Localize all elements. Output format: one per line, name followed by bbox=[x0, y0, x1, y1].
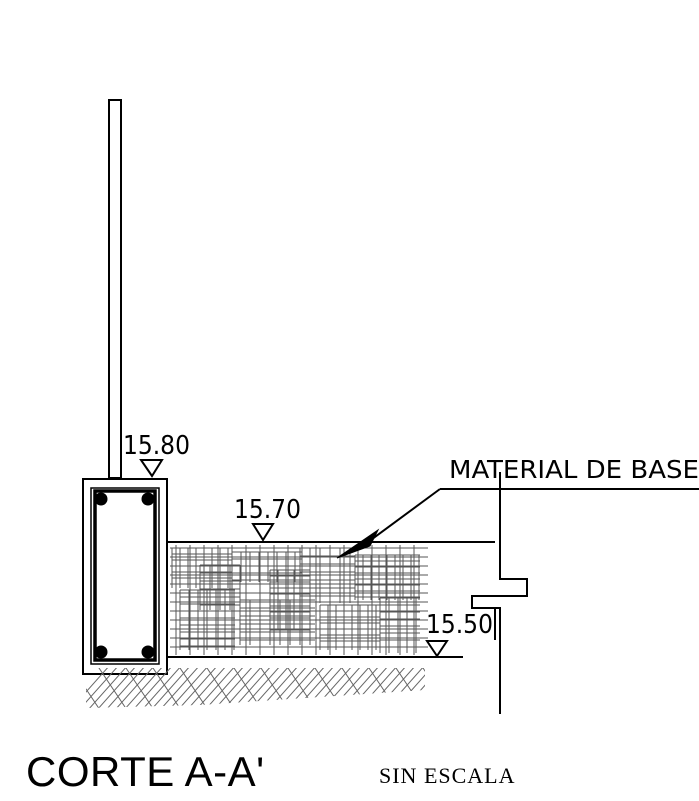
base-material-hatch bbox=[170, 545, 428, 655]
level-marker-15-50: 15.50 bbox=[425, 610, 493, 658]
level-marker-15-70: 15.70 bbox=[234, 495, 301, 542]
svg-text:15.50: 15.50 bbox=[426, 610, 493, 640]
right-step-profile bbox=[471, 472, 528, 714]
rebar-dot bbox=[141, 645, 155, 659]
section-title: CORTE A-A' bbox=[26, 748, 265, 795]
vertical-post bbox=[108, 99, 122, 479]
curb-outer bbox=[82, 478, 168, 675]
material-leader: MATERIAL DE BASE bbox=[336, 455, 699, 559]
material-label: MATERIAL DE BASE bbox=[449, 455, 699, 484]
rebar-dot bbox=[141, 492, 155, 506]
soil-hatch bbox=[86, 668, 425, 708]
leader-arrowhead bbox=[336, 528, 380, 559]
rebar-dot bbox=[94, 645, 108, 659]
rebar-dot bbox=[94, 492, 108, 506]
svg-text:15.70: 15.70 bbox=[234, 495, 301, 525]
curb-inner bbox=[90, 487, 160, 665]
svg-text:15.80: 15.80 bbox=[123, 431, 190, 461]
level-marker-15-80: 15.80 bbox=[123, 431, 190, 478]
scale-note: SIN ESCALA bbox=[379, 763, 516, 788]
rebar-cage bbox=[93, 489, 157, 662]
